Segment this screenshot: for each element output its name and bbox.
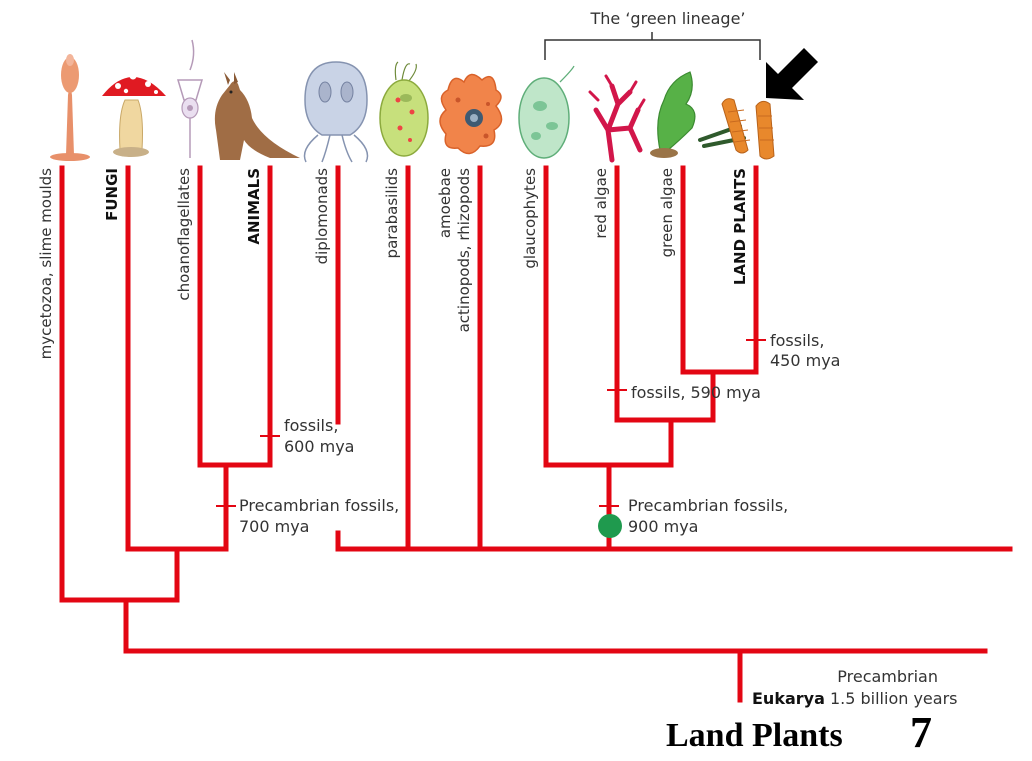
taxon-label-animals: ANIMALS — [245, 168, 263, 245]
taxon-label-land-plants: LAND PLANTS — [731, 168, 749, 285]
pointer-arrow-icon — [766, 48, 818, 100]
root-era-label: Precambrian — [837, 667, 938, 686]
taxon-label-amoebae-line2: actinopods, rhizopods — [455, 168, 473, 333]
fossil-note-green-lineage-line2: 900 mya — [628, 517, 698, 536]
fossil-note-opisthokont-line2: 700 mya — [239, 517, 309, 536]
taxon-label-green-algae: green algae — [658, 168, 676, 257]
amoeba-icon — [439, 73, 503, 155]
taxon-label-red-algae: red algae — [592, 168, 610, 239]
root-label: Eukarya 1.5 billion years — [752, 689, 957, 708]
fossil-note-land-plants-line2: 450 mya — [770, 351, 840, 370]
fossil-note-opisthokont-line1: Precambrian fossils, — [239, 496, 399, 515]
fossil-note-red-green: fossils, 590 mya — [631, 383, 761, 402]
fossil-ticks — [216, 339, 766, 507]
banksia-icon — [698, 98, 775, 160]
taxon-label-glaucophytes: glaucophytes — [521, 168, 539, 269]
green-lineage-label: The ‘green lineage’ — [590, 9, 746, 28]
diplomonad-icon — [303, 61, 369, 163]
green-alga-icon — [650, 71, 696, 158]
choanoflagellate-icon — [176, 39, 204, 158]
footer-title: Land Plants — [666, 717, 843, 754]
parabasalid-icon — [379, 61, 429, 157]
green-lineage-bracket: The ‘green lineage’ — [544, 9, 761, 60]
fossil-note-animals-line1: fossils, — [284, 416, 338, 435]
root-name: Eukarya — [752, 689, 825, 708]
fossil-note-land-plants-line1: fossils, — [770, 331, 824, 350]
taxon-label-diplomonads: diplomonads — [313, 168, 331, 265]
red-alga-icon — [588, 74, 646, 163]
taxon-label-amoebae-line1: amoebae — [436, 168, 454, 238]
slime-mould-icon — [50, 54, 90, 161]
glaucophyte-icon — [518, 65, 575, 159]
page-number: 7 — [910, 708, 932, 757]
kangaroo-icon — [214, 72, 300, 160]
fossil-note-animals-line2: 600 mya — [284, 437, 354, 456]
taxon-label-mycetozoa: mycetozoa, slime moulds — [37, 168, 55, 360]
taxon-label-parabasilids: parabasilids — [383, 168, 401, 259]
root-detail: 1.5 billion years — [830, 689, 958, 708]
mushroom-icon — [102, 72, 166, 157]
green-lineage-origin-node — [598, 514, 622, 538]
taxon-label-fungi: FUNGI — [103, 168, 121, 221]
fossil-note-green-lineage-line1: Precambrian fossils, — [628, 496, 788, 515]
taxon-label-choanoflagellates: choanoflagellates — [175, 168, 193, 301]
